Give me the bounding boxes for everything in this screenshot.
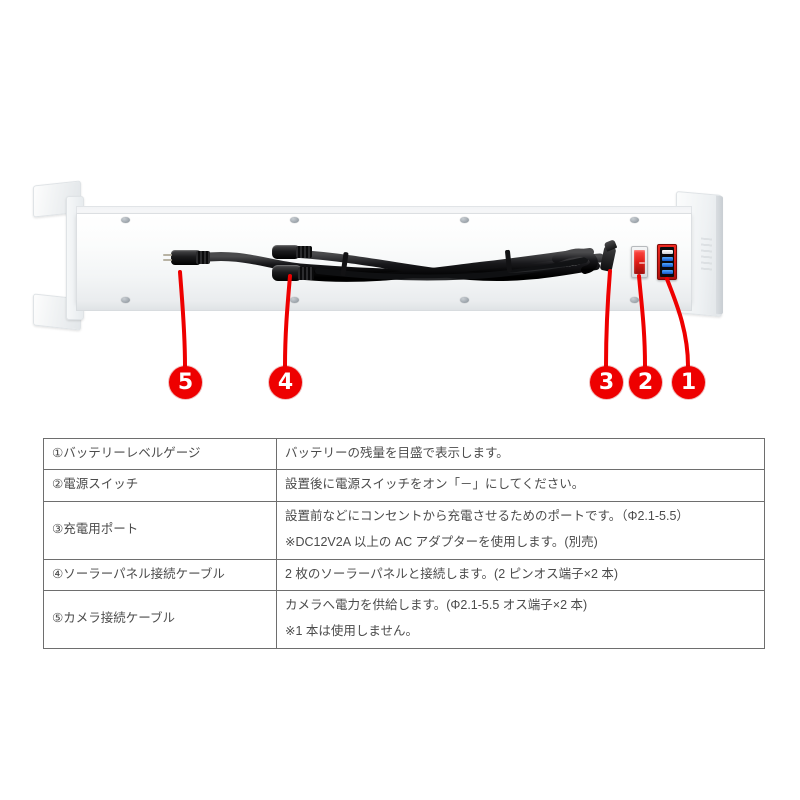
battery-gauge-segment xyxy=(661,250,673,255)
screw xyxy=(460,217,469,223)
screw xyxy=(290,297,299,303)
spec-label: ②電源スイッチ xyxy=(43,469,277,502)
spec-table: ①バッテリーレベルゲージ バッテリーの残量を目盛で表示します。 ②電源スイッチ … xyxy=(43,437,765,649)
spec-description-line: 2 枚のソーラーパネルと接続します。(2 ピンオス端子×2 本) xyxy=(285,566,619,581)
table-row: ⑤カメラ接続ケーブル カメラへ電力を供給します。(Φ2.1-5.5 オス端子×2… xyxy=(43,589,765,649)
spec-description: カメラへ電力を供給します。(Φ2.1-5.5 オス端子×2 本) ※1 本は使用… xyxy=(276,589,765,649)
screw xyxy=(121,297,130,303)
cable-bundle xyxy=(195,248,605,282)
solar-cable-connector-upper-ring xyxy=(296,246,312,258)
screw xyxy=(460,297,469,303)
power-switch-rocker[interactable] xyxy=(634,250,645,274)
camera-cable-pin xyxy=(163,259,172,261)
spec-description: 2 枚のソーラーパネルと接続します。(2 ピンオス端子×2 本) xyxy=(276,558,765,591)
camera-cable-pin xyxy=(163,254,172,256)
spec-description-line: バッテリーの残量を目盛で表示します。 xyxy=(285,446,509,460)
spec-description-line: ※DC12V2A 以上の AC アダプターを使用します。(別売) xyxy=(285,535,598,550)
spec-label: ①バッテリーレベルゲージ xyxy=(43,437,277,471)
callout-marker-5[interactable]: 5 xyxy=(169,366,202,399)
spec-description-line: カメラへ電力を供給します。(Φ2.1-5.5 オス端子×2 本) xyxy=(285,597,588,612)
spec-description: 設置前などにコンセントから充電させるためのポートです。（Φ2.1-5.5） ※D… xyxy=(276,500,765,560)
product-photo: 5 4 3 2 1 xyxy=(33,180,723,399)
battery-gauge-segment xyxy=(661,269,673,274)
screw xyxy=(121,217,130,223)
spec-label: ④ソーラーパネル接続ケーブル xyxy=(43,558,277,591)
table-row: ③充電用ポート 設置前などにコンセントから充電させるためのポートです。（Φ2.1… xyxy=(43,500,765,560)
power-switch-on-mark xyxy=(638,262,645,264)
solar-cable-connector-upper xyxy=(272,245,300,259)
spec-table-container: ①バッテリーレベルゲージ バッテリーの残量を目盛で表示します。 ②電源スイッチ … xyxy=(43,437,765,649)
screw xyxy=(630,297,639,303)
spec-label: ⑤カメラ接続ケーブル xyxy=(43,589,277,649)
screw xyxy=(630,217,639,223)
battery-level-gauge-display xyxy=(660,247,674,277)
spec-label: ③充電用ポート xyxy=(43,500,277,560)
camera-cable-connector-ring xyxy=(196,251,210,264)
callout-marker-1[interactable]: 1 xyxy=(672,366,705,399)
callout-leader-lines xyxy=(178,269,690,368)
table-row: ①バッテリーレベルゲージ バッテリーの残量を目盛で表示します。 xyxy=(43,437,765,471)
camera-cable-connector xyxy=(171,250,201,265)
callout-marker-4[interactable]: 4 xyxy=(269,366,302,399)
spec-description-line: ※1 本は使用しません。 xyxy=(285,624,419,639)
spec-description: バッテリーの残量を目盛で表示します。 xyxy=(276,437,765,471)
enclosure-bottom-edge xyxy=(76,300,692,311)
callout-marker-3[interactable]: 3 xyxy=(590,366,623,399)
table-row: ②電源スイッチ 設置後に電源スイッチをオン「－」にしてください。 xyxy=(43,469,765,502)
solar-cable-connector-lower xyxy=(272,265,302,281)
callout-marker-2[interactable]: 2 xyxy=(629,366,662,399)
solar-cable-connector-lower-ring xyxy=(298,267,314,280)
enclosure-top-edge xyxy=(76,206,692,216)
battery-level-gauge xyxy=(657,244,677,280)
spec-description-line: 設置後に電源スイッチをオン「－」にしてください。 xyxy=(285,477,585,492)
screw xyxy=(290,217,299,223)
table-row: ④ソーラーパネル接続ケーブル 2 枚のソーラーパネルと接続します。(2 ピンオス… xyxy=(43,558,765,591)
battery-gauge-segment xyxy=(661,263,673,268)
spec-description: 設置後に電源スイッチをオン「－」にしてください。 xyxy=(276,469,765,502)
battery-gauge-segment xyxy=(661,256,673,261)
spec-description-line: 設置前などにコンセントから充電させるためのポートです。（Φ2.1-5.5） xyxy=(285,508,689,523)
